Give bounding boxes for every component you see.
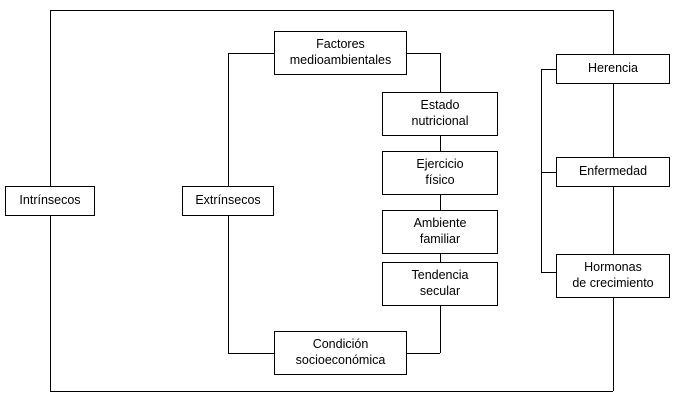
node-label: Estado nutricional [411, 98, 469, 128]
node-tendencia-secular[interactable]: Tendencia secular [382, 262, 498, 306]
node-label: Condición socioeconómica [295, 337, 386, 367]
node-estado-nutricional[interactable]: Estado nutricional [382, 92, 498, 136]
connector-factores-branch-left [228, 53, 274, 54]
connector-factores-right [407, 53, 440, 54]
connector-condicion-branch-left [228, 353, 274, 354]
node-intrinsecos[interactable]: Intrínsecos [5, 186, 95, 216]
connector-extrinsecos-down [228, 216, 229, 353]
connector-tendencia-down [440, 306, 441, 353]
connector-condicion-right [407, 353, 440, 354]
node-label: Intrínsecos [19, 193, 81, 208]
connector-outer-left-lower [50, 216, 51, 391]
node-label: Extrínsecos [195, 193, 261, 208]
connector-factores-down [440, 53, 441, 92]
node-label: Ambiente familiar [413, 216, 467, 246]
node-label: Hormonas de crecimiento [572, 260, 654, 290]
connector-enfermedad-stem [541, 172, 556, 173]
connector-outer-left [50, 10, 51, 186]
node-label: Herencia [587, 61, 639, 76]
connector-herencia-stem [541, 69, 556, 70]
connector-ejercicio-ambiente [440, 195, 441, 210]
node-label: Factores medioambientales [289, 37, 392, 67]
connector-outer-top [50, 10, 613, 11]
connector-outer-right [613, 10, 614, 391]
node-label: Enfermedad [578, 164, 648, 179]
connector-extrinsecos-up [228, 53, 229, 186]
node-extrinsecos[interactable]: Extrínsecos [182, 186, 274, 216]
node-hormonas-de-crecimiento[interactable]: Hormonas de crecimiento [556, 254, 670, 298]
node-label: Ejercicio físico [416, 157, 464, 187]
node-ejercicio-fisico[interactable]: Ejercicio físico [382, 151, 498, 195]
connector-herencia-spine [541, 69, 542, 272]
node-ambiente-familiar[interactable]: Ambiente familiar [382, 210, 498, 254]
connector-estado-ejercicio [440, 136, 441, 151]
connector-outer-bottom [50, 391, 613, 392]
node-herencia[interactable]: Herencia [556, 54, 670, 84]
node-condicion-socioeconomica[interactable]: Condición socioeconómica [274, 331, 407, 375]
node-factores-medioambientales[interactable]: Factores medioambientales [274, 31, 407, 75]
node-enfermedad[interactable]: Enfermedad [556, 157, 670, 187]
node-label: Tendencia secular [411, 268, 469, 298]
connector-ambiente-tendencia [440, 254, 441, 262]
